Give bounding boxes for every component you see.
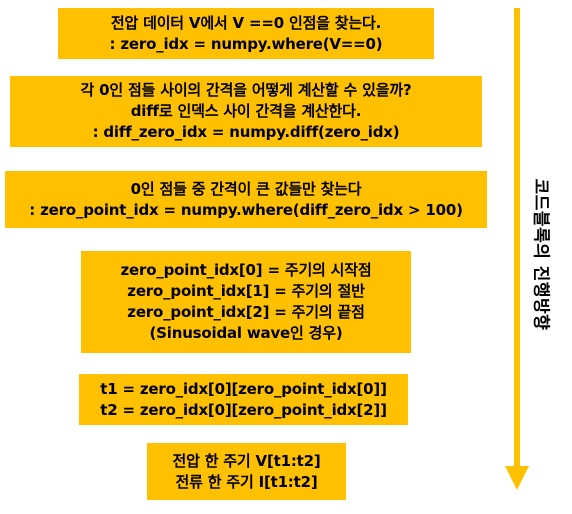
step-6-line-1: 전압 한 주기 V[t1:t2] [172, 451, 321, 470]
step-3-line-1: 0인 점들 중 간격이 큰 값들만 찾는다 [130, 179, 362, 198]
step-1-line-2: : zero_idx = numpy.where(V==0) [109, 34, 383, 53]
step-4-line-2: zero_point_idx[1] = 주기의 절반 [127, 282, 365, 300]
step-6-one-period-slices: 전압 한 주기 V[t1:t2] 전류 한 주기 I[t1:t2] [147, 443, 346, 500]
step-2-compute-intervals: 각 0인 점들 사이의 간격을 어떻게 계산할 수 있을까? diff로 인덱스… [10, 76, 482, 147]
step-3-filter-large-intervals: 0인 점들 중 간격이 큰 값들만 찾는다 : zero_point_idx =… [5, 171, 487, 228]
arrow-shaft [514, 8, 520, 468]
step-1-line-1: 전압 데이터 V에서 V ==0 인점을 찾는다. [110, 13, 382, 32]
step-4-line-3: zero_point_idx[2] = 주기의 끝점 [127, 303, 365, 321]
step-4-line-4: (Sinusoidal wave인 경우) [149, 324, 343, 342]
step-2-line-3: : diff_zero_idx = numpy.diff(zero_idx) [92, 123, 400, 141]
direction-label: 코드블록의 진행방향 [530, 134, 556, 374]
direction-label-text: 코드블록의 진행방향 [530, 178, 551, 330]
step-3-line-2: : zero_point_idx = numpy.where(diff_zero… [29, 200, 463, 219]
arrow-head [505, 466, 529, 490]
step-6-line-2: 전류 한 주기 I[t1:t2] [175, 472, 318, 491]
step-5-time-indices: t1 = zero_idx[0][zero_point_idx[0]] t2 =… [79, 374, 408, 425]
step-5-line-1: t1 = zero_idx[0][zero_point_idx[0]] [100, 379, 387, 398]
step-5-line-2: t2 = zero_idx[0][zero_point_idx[2]] [100, 400, 387, 419]
step-2-line-2: diff로 인덱스 사이 간격을 계산한다. [130, 102, 362, 120]
step-4-line-1: zero_point_idx[0] = 주기의 시작점 [120, 261, 372, 279]
flow-direction-arrow [505, 8, 529, 490]
step-1-find-zero-points: 전압 데이터 V에서 V ==0 인점을 찾는다. : zero_idx = n… [58, 8, 434, 59]
step-2-line-1: 각 0인 점들 사이의 간격을 어떻게 계산할 수 있을까? [80, 81, 412, 99]
step-4-period-points: zero_point_idx[0] = 주기의 시작점 zero_point_i… [81, 251, 411, 353]
